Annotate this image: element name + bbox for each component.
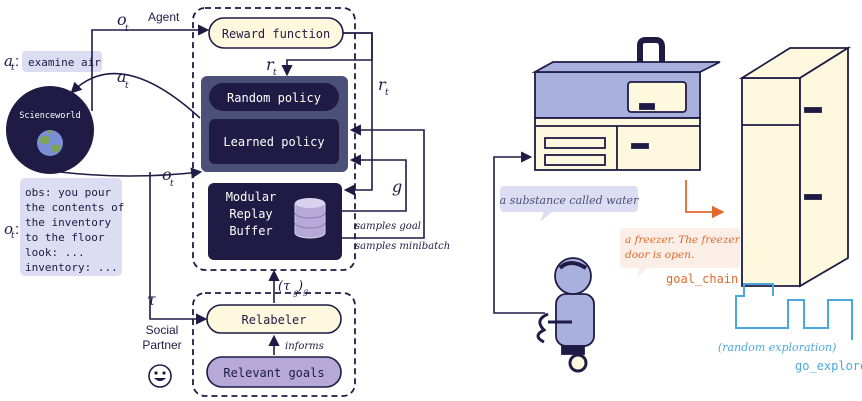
action-text: examine air bbox=[28, 56, 101, 69]
relabeled-trajectory-symbol: (τ bbox=[278, 279, 291, 294]
samples-goal-label: samples goal bbox=[355, 221, 421, 232]
water-bubble-text: a substance called water bbox=[500, 194, 639, 207]
obs-symbol: o bbox=[117, 10, 127, 29]
action-prefix-sub: t bbox=[11, 63, 15, 73]
replay-buffer-box: Modular Replay Buffer bbox=[208, 183, 342, 260]
freezer-bubble-line-2: door is open. bbox=[625, 249, 694, 261]
freezer-bubble: a freezer. The freezer door is open. bbox=[620, 228, 741, 278]
observation-line: the inventory bbox=[25, 216, 111, 229]
goal-chain-arrow bbox=[685, 180, 725, 219]
learned-policy-label: Learned policy bbox=[223, 135, 324, 149]
globe-icon bbox=[37, 130, 63, 156]
robot-to-sink-arrow bbox=[493, 151, 545, 314]
obs-to-reward-arrow bbox=[91, 24, 210, 111]
relevant-goals-label: Relevant goals bbox=[223, 366, 324, 380]
reward-symbol-2-sub: t bbox=[385, 88, 389, 98]
reward-function-box: Reward function bbox=[208, 17, 344, 49]
connectors bbox=[59, 24, 425, 355]
random-policy-label: Random policy bbox=[227, 91, 321, 105]
smiley-icon bbox=[148, 364, 172, 388]
symbols: o t a t o t τ r t r t g (τ g ) g bbox=[117, 10, 402, 309]
observation-line: obs: you pour bbox=[25, 186, 111, 199]
action-symbol: a bbox=[117, 67, 127, 86]
relabeled-trajectory-sub: g bbox=[293, 288, 298, 297]
relevant-goals-box: Relevant goals bbox=[206, 356, 342, 388]
trajectory-arrow bbox=[149, 172, 208, 325]
relabeler-box: Relabeler bbox=[206, 304, 342, 334]
informs-label: informs bbox=[285, 341, 324, 352]
reward-symbol-sub: t bbox=[273, 68, 277, 78]
random-exploration-label: (random exploration) bbox=[718, 341, 836, 354]
observation-line: to the floor bbox=[25, 231, 105, 244]
scienceworld-node: Scienceworld bbox=[6, 86, 94, 174]
svg-text::: : bbox=[15, 221, 19, 238]
observation-prefix-sub: t bbox=[11, 231, 15, 241]
robot bbox=[536, 257, 595, 373]
obs-symbol-2-sub: t bbox=[170, 179, 174, 189]
policy-group: Random policy Learned policy bbox=[201, 76, 348, 172]
freezer bbox=[738, 46, 852, 288]
observation-line: look: ... bbox=[25, 246, 85, 259]
freezer-bubble-line-1: a freezer. The freezer bbox=[625, 234, 741, 246]
obs-to-policy-arrow bbox=[59, 167, 203, 179]
obs-symbol-sub: t bbox=[125, 24, 129, 34]
action-arrow bbox=[70, 72, 201, 119]
observation-line: the contents of bbox=[25, 201, 124, 214]
relabeler-label: Relabeler bbox=[241, 313, 306, 327]
replay-buffer-label-1: Modular bbox=[226, 190, 277, 204]
action-prefix: a bbox=[4, 52, 13, 70]
goal-arrow bbox=[342, 154, 407, 212]
random-exploration-path bbox=[735, 283, 853, 340]
agent-label: Agent bbox=[148, 10, 180, 24]
relabeled-trajectory-outer-sub: g bbox=[303, 287, 308, 296]
scienceworld-label: Scienceworld bbox=[19, 111, 80, 121]
action-bubble: a t : examine air bbox=[4, 51, 102, 73]
goal-chain-label: goal_chain bbox=[666, 272, 738, 286]
social-partner-label-2: Partner bbox=[142, 338, 181, 352]
reward-symbol-2: r bbox=[378, 75, 387, 94]
goal-symbol: g bbox=[392, 177, 402, 196]
database-icon bbox=[294, 198, 326, 239]
reward-to-buffer-arrow bbox=[343, 32, 373, 196]
action-symbol-sub: t bbox=[125, 81, 129, 91]
obs-symbol-2: o bbox=[162, 165, 172, 184]
relabeled-trajectory-close: ) bbox=[297, 279, 303, 294]
social-partner-label-1: Social bbox=[146, 323, 179, 337]
go-explore-label: go_explore bbox=[795, 359, 862, 373]
samples-minibatch-label: samples minibatch bbox=[355, 241, 450, 252]
replay-buffer-label-3: Buffer bbox=[229, 224, 272, 238]
reward-symbol: r bbox=[266, 55, 275, 74]
reward-function-label: Reward function bbox=[222, 27, 330, 41]
trajectory-symbol: τ bbox=[147, 290, 157, 309]
observation-line: inventory: ... bbox=[25, 261, 118, 274]
minibatch-arrow bbox=[342, 124, 425, 239]
observation-prefix: o bbox=[4, 220, 13, 238]
replay-buffer-label-2: Replay bbox=[229, 207, 272, 221]
svg-text::: : bbox=[15, 53, 19, 70]
social-partner-box: Social Partner bbox=[142, 292, 356, 397]
sink-counter bbox=[531, 37, 721, 171]
water-bubble: a substance called water bbox=[500, 186, 639, 222]
observation-bubble: o t : obs: you pour the contents of the … bbox=[4, 178, 124, 276]
